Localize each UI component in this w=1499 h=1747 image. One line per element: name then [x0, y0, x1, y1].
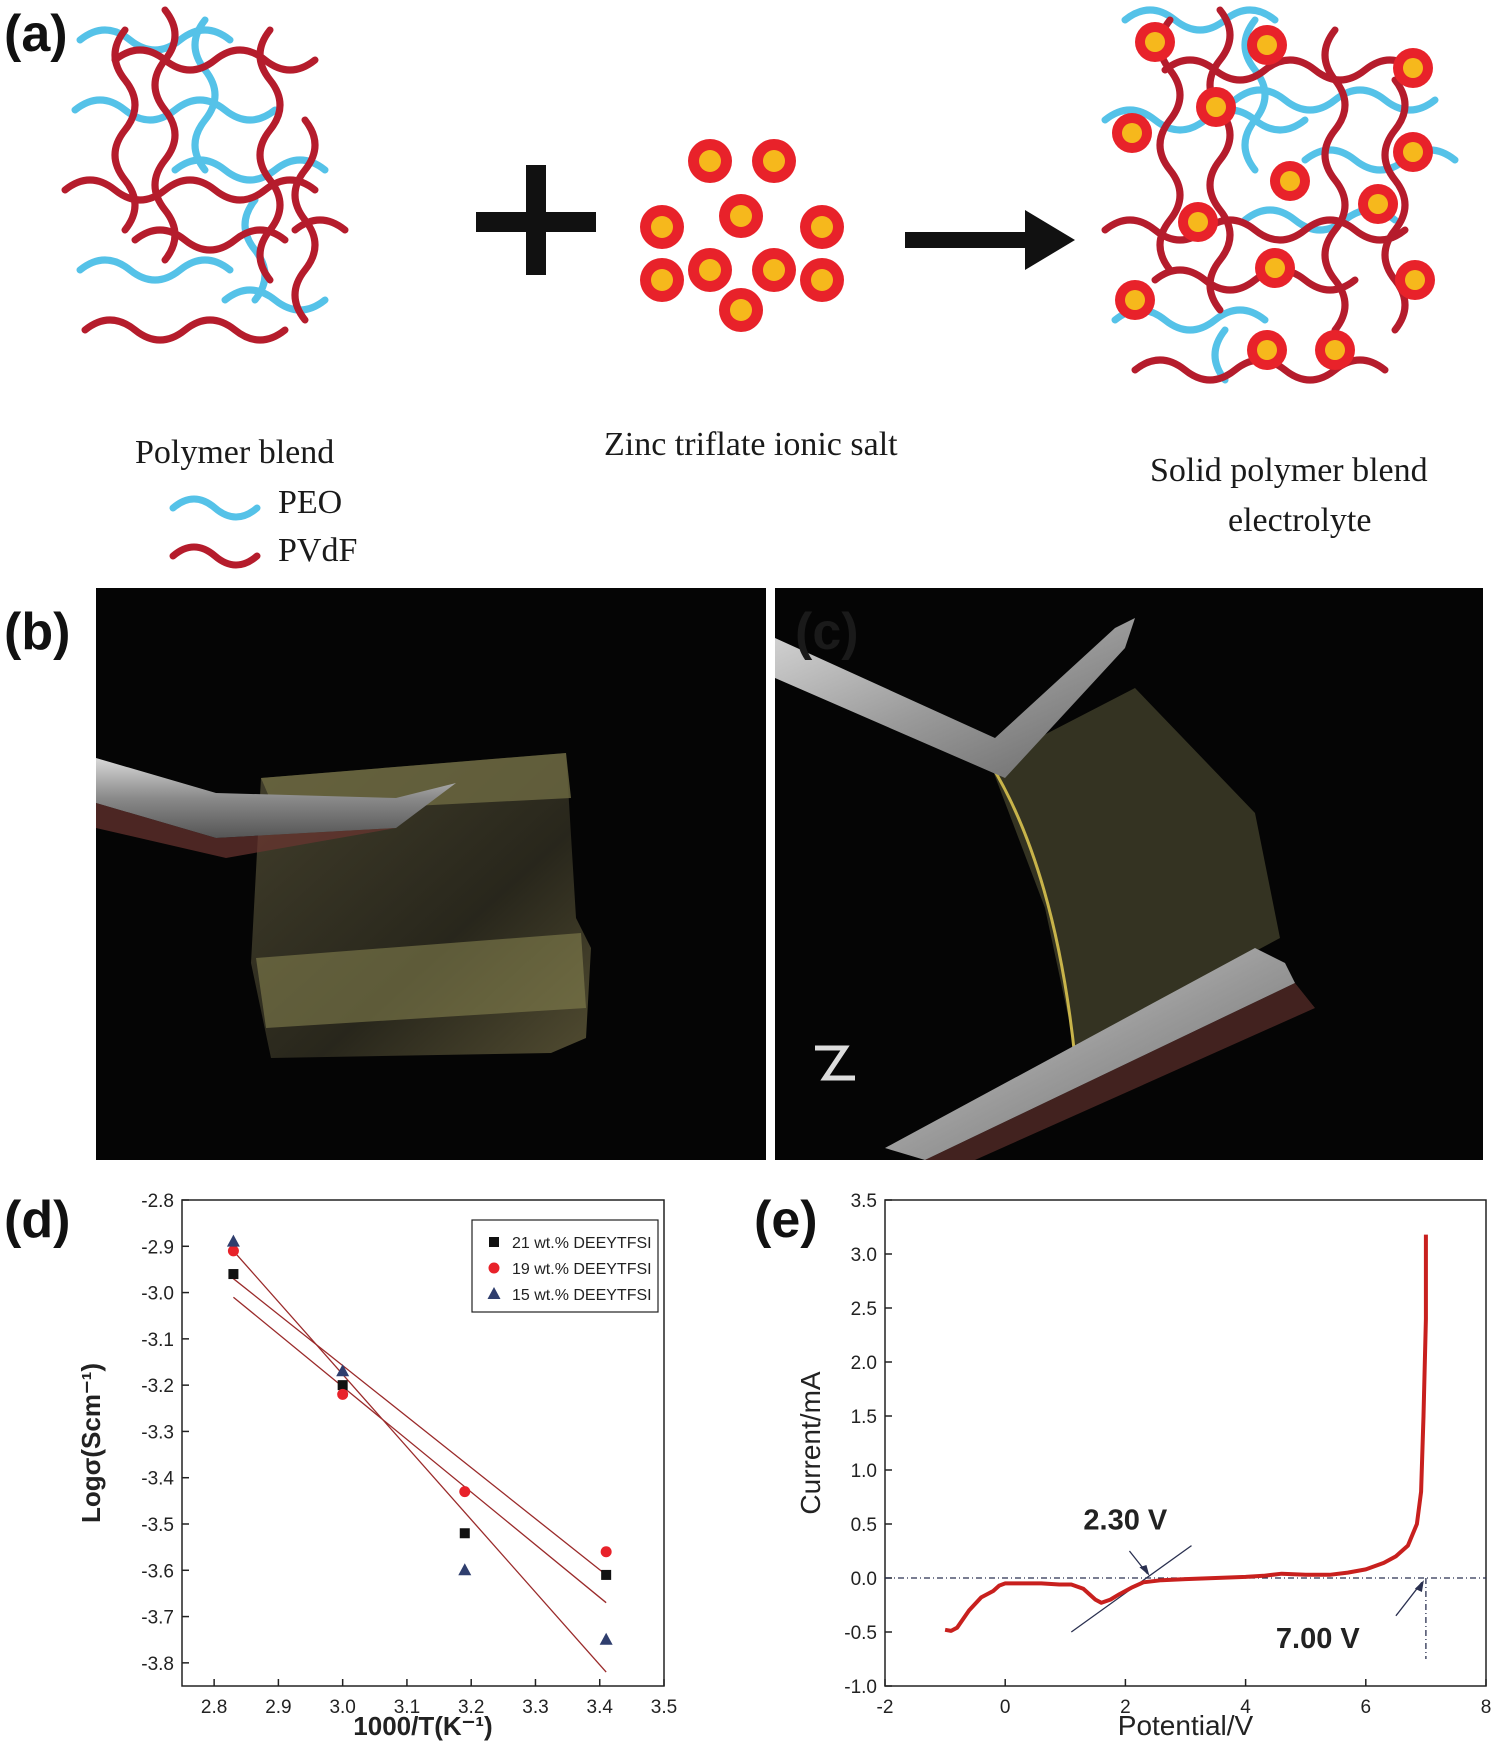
chart-e-lsv: -2 0 2 4 6 8 -1.0 -0.5 0.0 0.5 1.0 1.5 2.0 2.5 3.0 3.5P… [795, 1191, 1492, 1741]
data-point-square [459, 1528, 470, 1539]
legend-marker-triangle [487, 1287, 501, 1299]
y-tick-label: -0.5 [844, 1623, 877, 1644]
x-tick-label: 0 [1000, 1697, 1011, 1718]
reaction-arrow [905, 210, 1075, 270]
y-tick-label: -2.9 [141, 1237, 174, 1258]
data-point-triangle [226, 1234, 240, 1247]
y-tick-label: -3.7 [141, 1608, 174, 1629]
legend-box [471, 1219, 659, 1313]
y-tick-label: -2.8 [141, 1191, 174, 1212]
annotation-label: 2.30 V [1083, 1504, 1167, 1536]
x-tick-label: 8 [1481, 1697, 1492, 1718]
x-tick-label: 2 [1120, 1697, 1131, 1718]
solid-electrolyte-diagram [1101, 6, 1459, 384]
plot-frame [181, 1199, 665, 1687]
x-tick-label: 4 [1240, 1697, 1251, 1718]
annotation-arrowhead [1414, 1580, 1424, 1593]
data-point-triangle [599, 1632, 613, 1645]
solid-electrolyte-label-line1: Solid polymer blend [1150, 452, 1428, 489]
x-tick-label: 3.5 [651, 1697, 677, 1718]
pvdf-legend-swatch [169, 543, 261, 569]
legend-marker-square [489, 1237, 499, 1247]
polymer-blend-diagram [61, 6, 349, 344]
y-tick-label: -3.6 [141, 1561, 174, 1582]
x-tick-label: 3.4 [587, 1697, 614, 1718]
plot-frame [884, 1199, 1487, 1687]
fit-line [233, 1296, 607, 1604]
data-point-square [337, 1380, 348, 1391]
legend-label: 15 wt.% DEEYTFSI [512, 1287, 652, 1304]
photo-membrane-flat [96, 588, 766, 1160]
panel-e-letter: (e) [754, 1191, 818, 1249]
peo-legend-label: PEO [278, 484, 343, 521]
y-axis-label: Current/mA [795, 1371, 826, 1514]
x-axis-label: 1000/T(K⁻¹) [353, 1711, 492, 1741]
panel-d-letter: (d) [4, 1191, 71, 1249]
zinc-triflate-label: Zinc triflate ionic salt [604, 426, 898, 463]
y-tick-label: 1.0 [851, 1461, 877, 1482]
y-tick-label: -3.5 [141, 1515, 174, 1536]
x-axis-label: Potential/V [1118, 1710, 1254, 1741]
data-point-circle [227, 1245, 239, 1257]
y-tick-label: -3.1 [141, 1330, 174, 1351]
y-tick-label: 1.5 [851, 1407, 877, 1428]
annotation-arrowhead [1139, 1565, 1150, 1576]
data-point-triangle [336, 1364, 350, 1377]
data-point-square [228, 1269, 239, 1280]
zinc-triflate-ions [640, 139, 844, 332]
y-tick-label: 3.5 [851, 1191, 877, 1212]
panel-a-letter: (a) [4, 5, 68, 63]
lsv-curve [944, 1234, 1428, 1633]
y-tick-label: 2.0 [851, 1353, 877, 1374]
y-tick-label: 0.0 [851, 1569, 877, 1590]
x-tick-label: 3.1 [394, 1697, 420, 1718]
data-point-triangle [458, 1563, 472, 1576]
y-tick-label: -3.0 [141, 1284, 174, 1305]
x-tick-label: 6 [1361, 1697, 1372, 1718]
y-axis-label: Logσ(Scm⁻¹) [76, 1363, 106, 1523]
x-tick-label: -2 [877, 1697, 894, 1718]
x-tick-label: 2.8 [201, 1697, 227, 1718]
y-tick-label: -3.4 [141, 1469, 174, 1490]
panel-b-letter: (b) [4, 603, 71, 661]
y-tick-label: -3.2 [141, 1376, 174, 1397]
fit-line [232, 1250, 607, 1673]
x-tick-label: 3.2 [458, 1697, 484, 1718]
y-tick-label: -1.0 [844, 1677, 877, 1698]
panel-c-letter: (c) [795, 603, 859, 661]
x-tick-label: 3.3 [522, 1697, 548, 1718]
data-point-circle [600, 1546, 612, 1558]
data-point-circle [337, 1388, 349, 1400]
y-tick-label: -3.3 [141, 1422, 174, 1443]
y-tick-label: 0.5 [851, 1515, 877, 1536]
fit-line [233, 1278, 607, 1576]
plus-sign [476, 165, 596, 275]
y-tick-label: 3.0 [851, 1245, 877, 1266]
x-tick-label: 3.0 [329, 1697, 355, 1718]
legend-label: 21 wt.% DEEYTFSI [512, 1235, 652, 1252]
x-tick-label: 2.9 [265, 1697, 291, 1718]
y-tick-label: 2.5 [851, 1299, 877, 1320]
pvdf-legend-label: PVdF [278, 532, 358, 569]
polymer-blend-label: Polymer blend [135, 434, 335, 471]
annotation-label: 7.00 V [1276, 1623, 1360, 1655]
peo-legend-swatch [169, 495, 261, 521]
data-point-circle [459, 1486, 471, 1498]
chart-d-conductivity: 2.8 2.9 3.0 3.1 3.2 3.3 3.4 3.5 -2.8 -2.9 -3.0 -3.1… [76, 1191, 677, 1741]
solid-electrolyte-label-line2: electrolyte [1228, 502, 1372, 539]
y-tick-label: -3.8 [141, 1654, 174, 1675]
data-point-square [601, 1569, 612, 1580]
legend-label: 19 wt.% DEEYTFSI [512, 1261, 652, 1278]
photo-membrane-bent [775, 588, 1483, 1160]
legend-marker-circle [488, 1262, 500, 1274]
